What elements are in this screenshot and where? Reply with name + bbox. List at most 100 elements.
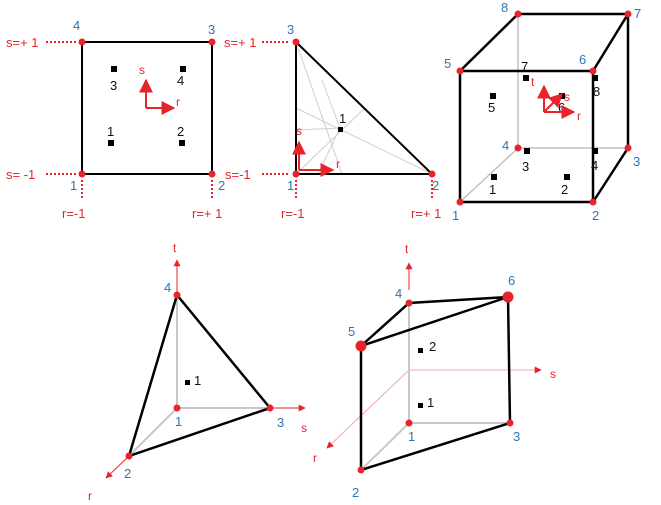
hexa-node-5 (456, 67, 464, 75)
wedge-top-face (360, 295, 509, 348)
tetra-node-4 (173, 291, 181, 299)
quad-r-left-label: r=-1 (62, 206, 85, 221)
quad-r-right-label: r=+ 1 (192, 206, 222, 221)
tri-node-label-1: 1 (287, 178, 294, 193)
tri-s-bottom-label: s=-1 (225, 167, 251, 182)
hexa-node-label-1: 1 (452, 208, 459, 223)
hexa-gauss-point-3 (524, 148, 530, 154)
wedge-node-label-4: 4 (395, 286, 402, 301)
hexa-node-6 (589, 67, 597, 75)
wedge-gauss-point-2 (418, 348, 423, 353)
quad-node-label-1: 1 (70, 178, 77, 193)
tri-node-label-3: 3 (287, 22, 294, 37)
tri-subdivision-line (295, 41, 343, 175)
hexa-gauss-point-7 (523, 75, 529, 81)
quad-node-2 (208, 170, 216, 178)
hexa-node-1 (456, 198, 464, 206)
tetra-t-axis-label: t (173, 241, 177, 255)
tetra-node-label-1: 1 (175, 414, 182, 429)
tetra-gauss-point-1 (185, 380, 190, 385)
hexa-gauss-point-4 (592, 148, 598, 154)
tetra-outline (127, 292, 273, 458)
tetra-node-1 (173, 404, 181, 412)
quad-r-axis-label: r (176, 95, 180, 109)
tri-node-3 (292, 38, 300, 46)
tetra-element: t s r 1 2 3 4 1 (88, 241, 307, 503)
wedge-point-label-1: 1 (427, 395, 434, 410)
quad-node-1 (78, 170, 86, 178)
wedge-edge (506, 296, 512, 424)
hexa-hidden-edge (459, 147, 519, 203)
tri-subdivision-line (295, 107, 433, 175)
wedge-r-axis-label: r (313, 451, 317, 465)
tri-subdivision-line (295, 127, 341, 131)
hexa-node-label-5: 5 (444, 56, 451, 71)
hexa-t-axis-label: t (531, 75, 535, 89)
quad-s-top-label: s=+ 1 (6, 35, 39, 50)
quad-node-label-4: 4 (73, 18, 80, 33)
wedge-r-axis (326, 369, 410, 449)
quad-node-3 (208, 38, 216, 46)
tetra-point-label-1: 1 (194, 373, 201, 388)
quad-point-label-1: 1 (107, 124, 114, 139)
quad-gauss-point-1 (108, 140, 114, 146)
quad-node-4 (78, 38, 86, 46)
wedge-node-3 (506, 419, 514, 427)
hexa-node-2 (589, 198, 597, 206)
wedge-node-2 (357, 466, 365, 474)
quad-point-label-2: 2 (177, 124, 184, 139)
tetra-hidden-edge (128, 407, 178, 457)
wedge-point-label-2: 2 (429, 339, 436, 354)
wedge-node-label-5: 5 (348, 324, 355, 339)
hexa-node-4 (514, 144, 522, 152)
tetra-node-label-2: 2 (124, 466, 131, 481)
wedge-node-label-3: 3 (513, 429, 520, 444)
tri-node-1 (292, 170, 300, 178)
wedge-node-4 (405, 299, 413, 307)
quad-node-label-3: 3 (208, 22, 215, 37)
hexa-point-label-1: 1 (489, 182, 496, 197)
quad-s-axis-label: s (139, 63, 145, 77)
hexa-node-label-7: 7 (634, 6, 641, 21)
hexa-r-axis-label: r (577, 109, 581, 123)
hexa-point-label-5: 5 (488, 100, 495, 115)
hexa-node-label-8: 8 (501, 0, 508, 15)
tetra-node-3 (266, 404, 274, 412)
tri-node-label-2: 2 (432, 178, 439, 193)
hexa-element: 1 2 3 4 5 6 7 8 1 2 3 4 5 6 7 8 t s r (444, 0, 641, 223)
hexa-point-label-7: 7 (521, 59, 528, 74)
tri-outline (295, 39, 435, 175)
hexa-node-label-3: 3 (633, 154, 640, 169)
hexa-gauss-point-1 (491, 174, 497, 180)
quad-element: 1 2 3 4 1 2 3 4 s r s=+ 1 s= -1 r=-1 r=+… (6, 18, 225, 221)
hexa-node-3 (624, 144, 632, 152)
hexa-point-label-8: 8 (593, 84, 600, 99)
wedge-node-label-6: 6 (508, 273, 515, 288)
wedge-t-axis-label: t (405, 242, 409, 256)
hexa-point-label-2: 2 (561, 182, 568, 197)
quad-gauss-point-2 (179, 140, 185, 146)
tri-gauss-point-1 (338, 127, 343, 132)
hexa-s-axis (543, 93, 563, 113)
tri-r-left-label: r=-1 (281, 206, 304, 221)
quad-node-label-2: 2 (218, 178, 225, 193)
quad-s-bottom-label: s= -1 (6, 167, 35, 182)
wedge-node-6 (502, 291, 514, 303)
tri-r-axis-label: r (336, 157, 340, 171)
wedge-edge (360, 421, 511, 472)
hexa-point-label-3: 3 (522, 159, 529, 174)
wedge-gauss-point-1 (418, 403, 423, 408)
tri-element: 1 2 3 1 s r s=+ 1 s=-1 r=-1 r=+ 1 (224, 22, 441, 221)
hexa-front-face (458, 69, 595, 204)
tetra-node-label-3: 3 (277, 415, 284, 430)
tetra-node-2 (125, 452, 133, 460)
wedge-s-axis-label: s (550, 367, 556, 381)
hexa-edge (591, 13, 630, 72)
tri-point-label-1: 1 (339, 111, 346, 126)
wedge-node-1 (405, 419, 413, 427)
quad-point-label-3: 3 (110, 78, 117, 93)
wedge-hidden-edge (360, 422, 410, 471)
hexa-node-label-2: 2 (592, 208, 599, 223)
hexa-edge (459, 13, 519, 72)
